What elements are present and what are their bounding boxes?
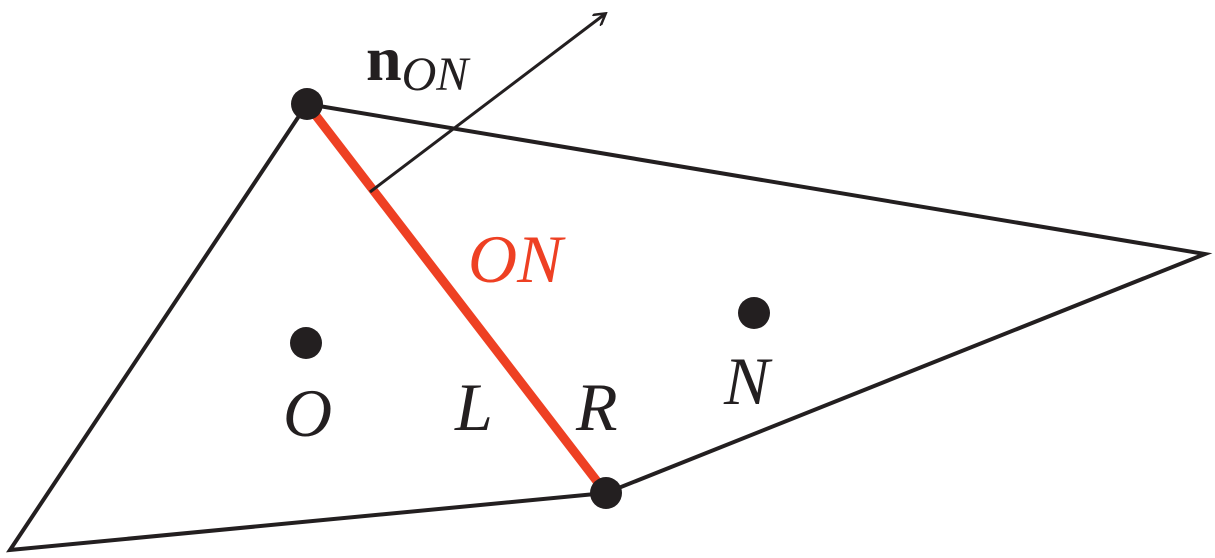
- shared-face-edge: [303, 101, 610, 496]
- owner-cell-center: [290, 327, 322, 359]
- owner-cell-label: O: [283, 375, 332, 451]
- face-normal-arrow: [369, 14, 605, 194]
- owner-cell-outline: [6, 100, 610, 553]
- left-side-label: L: [454, 369, 493, 445]
- neighbor-cell-label: N: [723, 343, 773, 419]
- normal-label: nON: [366, 23, 471, 101]
- right-side-label: R: [575, 369, 618, 445]
- vertex-top: [291, 88, 323, 120]
- face-edge-label: ON: [468, 221, 566, 297]
- vertex-bottom: [590, 477, 622, 509]
- neighbor-cell-center: [738, 297, 770, 329]
